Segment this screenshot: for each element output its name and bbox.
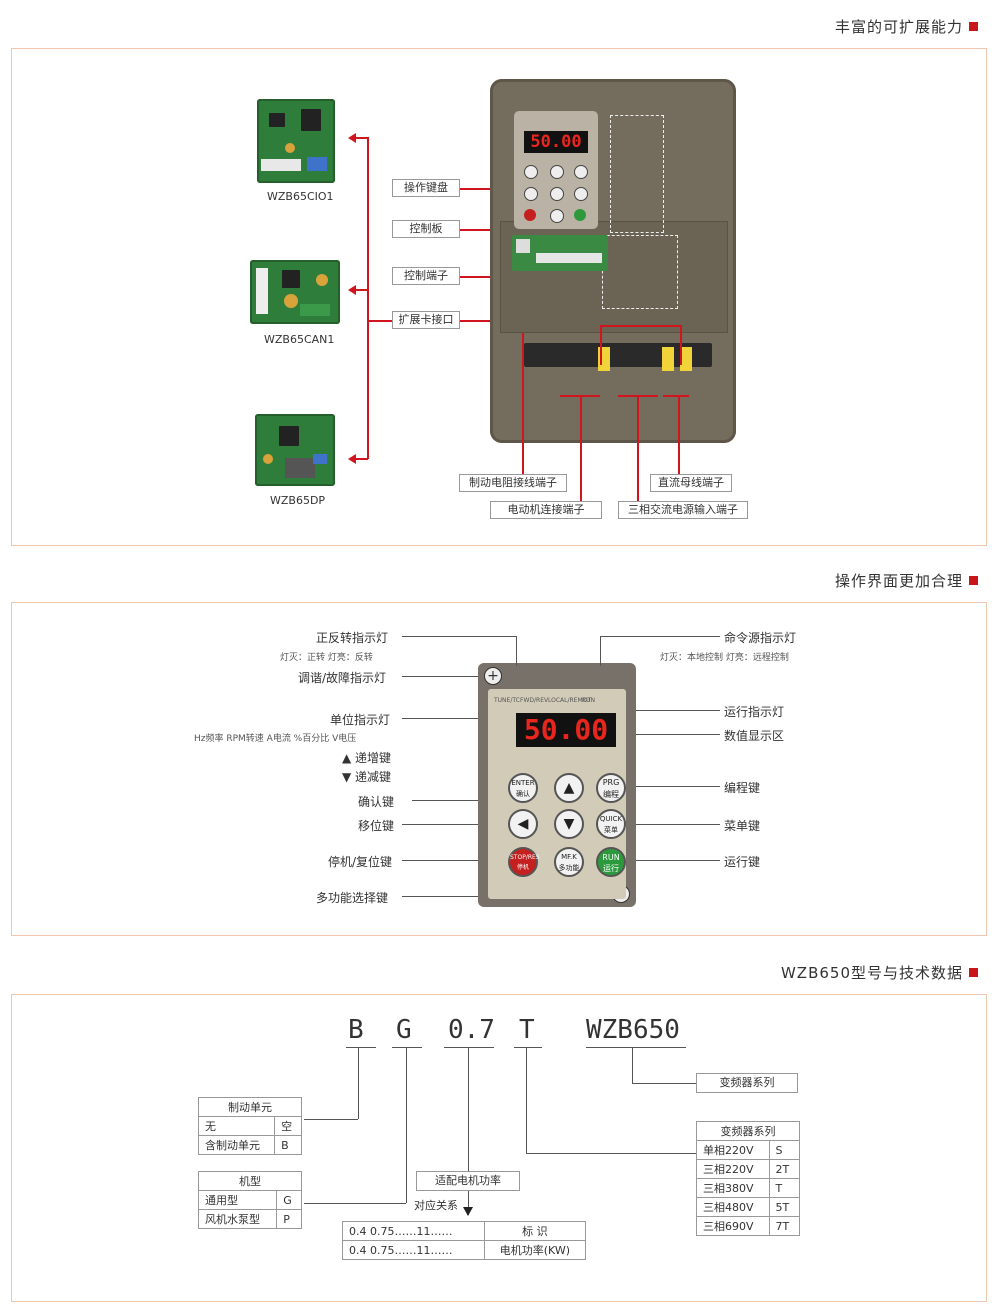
label-expansion-port: 扩展卡接口 (392, 311, 460, 329)
inverter-body: 50.00 (490, 79, 736, 443)
power-box: 适配电机功率 (416, 1171, 520, 1191)
module-board-3 (255, 414, 335, 486)
label-dc-bus-terminal: 直流母线端子 (650, 474, 732, 492)
series-box: 变频器系列 (696, 1073, 798, 1093)
led-caption-fwd: FWD/REV (520, 697, 549, 704)
module-board-1 (257, 99, 335, 183)
down-key[interactable]: ▼ (554, 809, 584, 839)
label-down: ▼ 递减键 (342, 770, 392, 784)
label-fwd-rev-note: 灯灭：正转 灯亮：反转 (280, 653, 373, 663)
label-up: ▲ 递增键 (342, 751, 392, 765)
label-display: 数值显示区 (724, 729, 785, 743)
module-name-1: WZB65CIO1 (267, 190, 334, 203)
code-power: 0.7 (448, 1015, 495, 1045)
label-shift: 移位键 (358, 819, 395, 833)
label-run-led: 运行指示灯 (724, 705, 785, 719)
keypad-display: 50.00 (516, 713, 616, 747)
shift-key[interactable]: ◀ (508, 809, 538, 839)
power-table: 0.4 0.75……11……标 识 0.4 0.75……11……电机功率(KW) (342, 1221, 587, 1260)
label-menu: 菜单键 (724, 819, 761, 833)
section1-title: 丰富的可扩展能力 (835, 16, 978, 37)
section3-title: WZB650型号与技术数据 (781, 962, 978, 983)
inverter-keypad: 50.00 (514, 111, 598, 229)
label-motor-terminal: 电动机连接端子 (490, 501, 602, 519)
label-confirm: 确认键 (358, 795, 395, 809)
label-run: 运行键 (724, 855, 761, 869)
led-caption-run: RUN (582, 697, 596, 704)
label-cmd-source: 命令源指示灯 (724, 631, 797, 645)
label-control-board: 控制板 (392, 220, 460, 238)
expansion-panel: WZB65CIO1 WZB65CAN1 WZB65DP 操作键盘 控制板 控制端… (11, 48, 987, 546)
label-input-terminal: 三相交流电源输入端子 (618, 501, 748, 519)
label-stop: 停机/复位键 (328, 855, 393, 869)
label-tune-fault: 调谐/故障指示灯 (298, 671, 387, 685)
up-key[interactable]: ▲ (554, 773, 584, 803)
label-unit-note: Hz频率 RPM转速 A电流 %百分比 V电压 (194, 734, 357, 744)
label-cmd-source-note: 灯灭：本地控制 灯亮：远程控制 (660, 653, 789, 663)
section2-title: 操作界面更加合理 (835, 570, 978, 591)
interface-panel: + + RUN LOCAL/REMOT FWD/REV TUNE/TC 50.0… (11, 602, 987, 936)
inverter-display: 50.00 (524, 131, 588, 153)
led-caption-local: LOCAL/REMOT (548, 697, 592, 704)
inverter-control-board (512, 235, 608, 271)
label-unit: 单位指示灯 (330, 713, 391, 727)
label-keypad: 操作键盘 (392, 179, 460, 197)
screw-icon-top: + (484, 667, 502, 685)
label-control-terminal: 控制端子 (392, 267, 460, 285)
power-note: 对应关系 (414, 1199, 458, 1212)
module-name-2: WZB65CAN1 (264, 333, 335, 346)
code-brake: B (348, 1015, 364, 1045)
keypad-body: + + RUN LOCAL/REMOT FWD/REV TUNE/TC 50.0… (478, 663, 636, 907)
label-brake-resistor-terminal: 制动电阻接线端子 (459, 474, 567, 492)
code-series: WZB650 (586, 1015, 680, 1045)
led-caption-tune: TUNE/TC (494, 697, 520, 704)
code-type: G (396, 1015, 412, 1045)
label-fwd-rev: 正反转指示灯 (316, 631, 389, 645)
module-name-3: WZB65DP (270, 494, 326, 507)
label-multi: 多功能选择键 (316, 891, 389, 905)
module-board-2 (250, 260, 340, 324)
code-voltage: T (519, 1015, 535, 1045)
label-prog: 编程键 (724, 781, 761, 795)
